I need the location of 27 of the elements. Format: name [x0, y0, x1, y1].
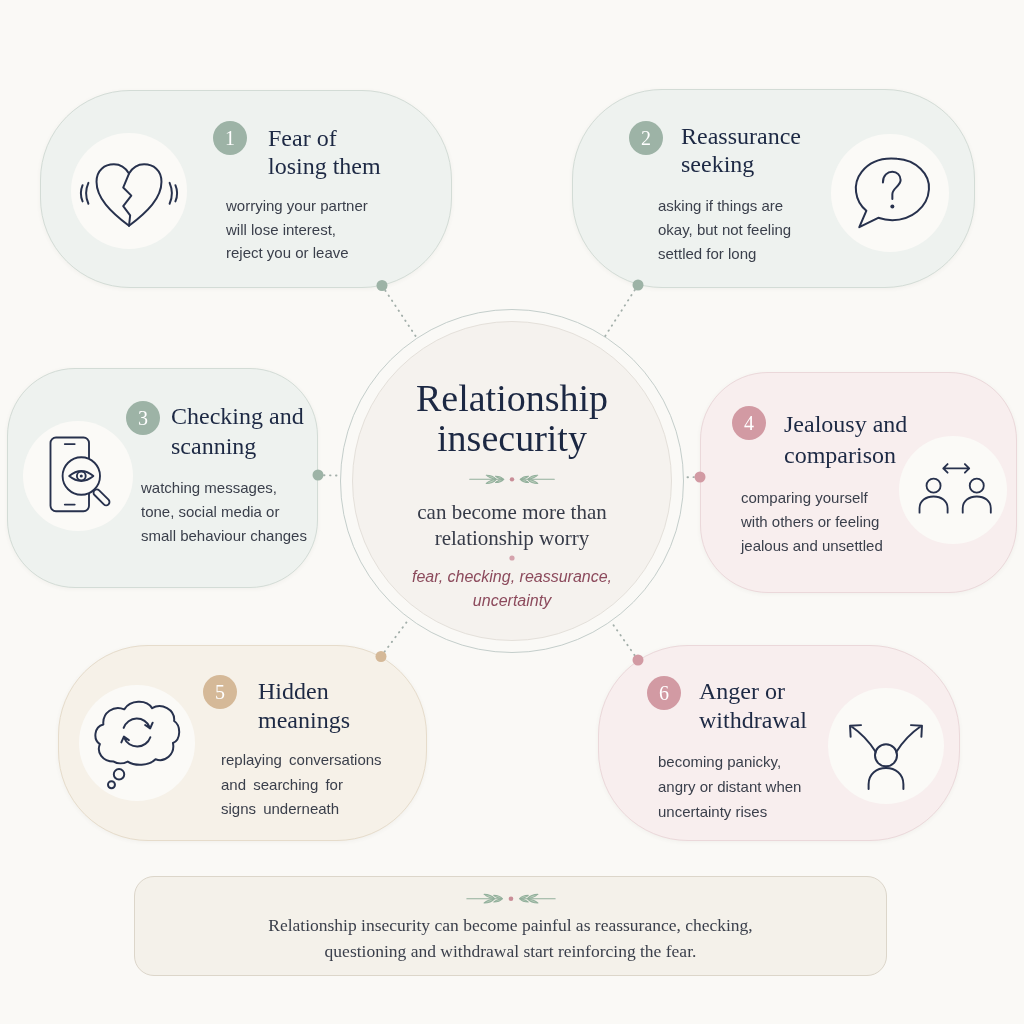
topic-card — [700, 372, 1017, 593]
card-title: Reassurance seeking — [681, 122, 802, 178]
summary-box — [134, 876, 887, 976]
number-badge: 5 — [203, 675, 237, 709]
number-badge: 1 — [213, 121, 247, 155]
card-description: replaying conversations and searching for signs underneath — [221, 750, 383, 819]
card-description: worrying your partner will lose interest, reject you or leave — [226, 196, 369, 263]
card-description: watching messages, tone, social media or small behaviour changes — [141, 478, 308, 546]
number-badge: 6 — [647, 676, 681, 710]
number-badge: 3 — [126, 401, 160, 435]
card-title: Jealousy and comparison — [784, 410, 909, 470]
card-title: Anger or withdrawal — [699, 677, 808, 735]
main-title: Relationship insecurity — [414, 378, 610, 458]
dotted-connector — [604, 279, 644, 338]
dotted-connector — [376, 280, 418, 339]
card-title: Hidden meanings — [258, 677, 351, 735]
number-badge: 2 — [629, 121, 663, 155]
number-badge: 4 — [732, 406, 766, 440]
card-description: comparing yourself with others or feeling jealous and unsettled — [741, 488, 884, 556]
subtitle: can become more than relationship worry — [416, 499, 608, 551]
card-description: asking if things are okay, but not feeling settled for long — [658, 196, 793, 264]
keyword-list: fear, checking, reassurance, uncertainty — [405, 565, 619, 613]
card-title: Fear of losing them — [268, 124, 382, 180]
summary-text: Relationship insecurity can become painful as reassurance, checking, questioning and withdrawal start reinforcing the fear. — [267, 914, 754, 963]
topic-card — [7, 368, 318, 588]
card-title: Checking and scanning — [171, 402, 305, 461]
card-description: becoming panicky, angry or distant when uncertainty rises — [658, 752, 803, 822]
